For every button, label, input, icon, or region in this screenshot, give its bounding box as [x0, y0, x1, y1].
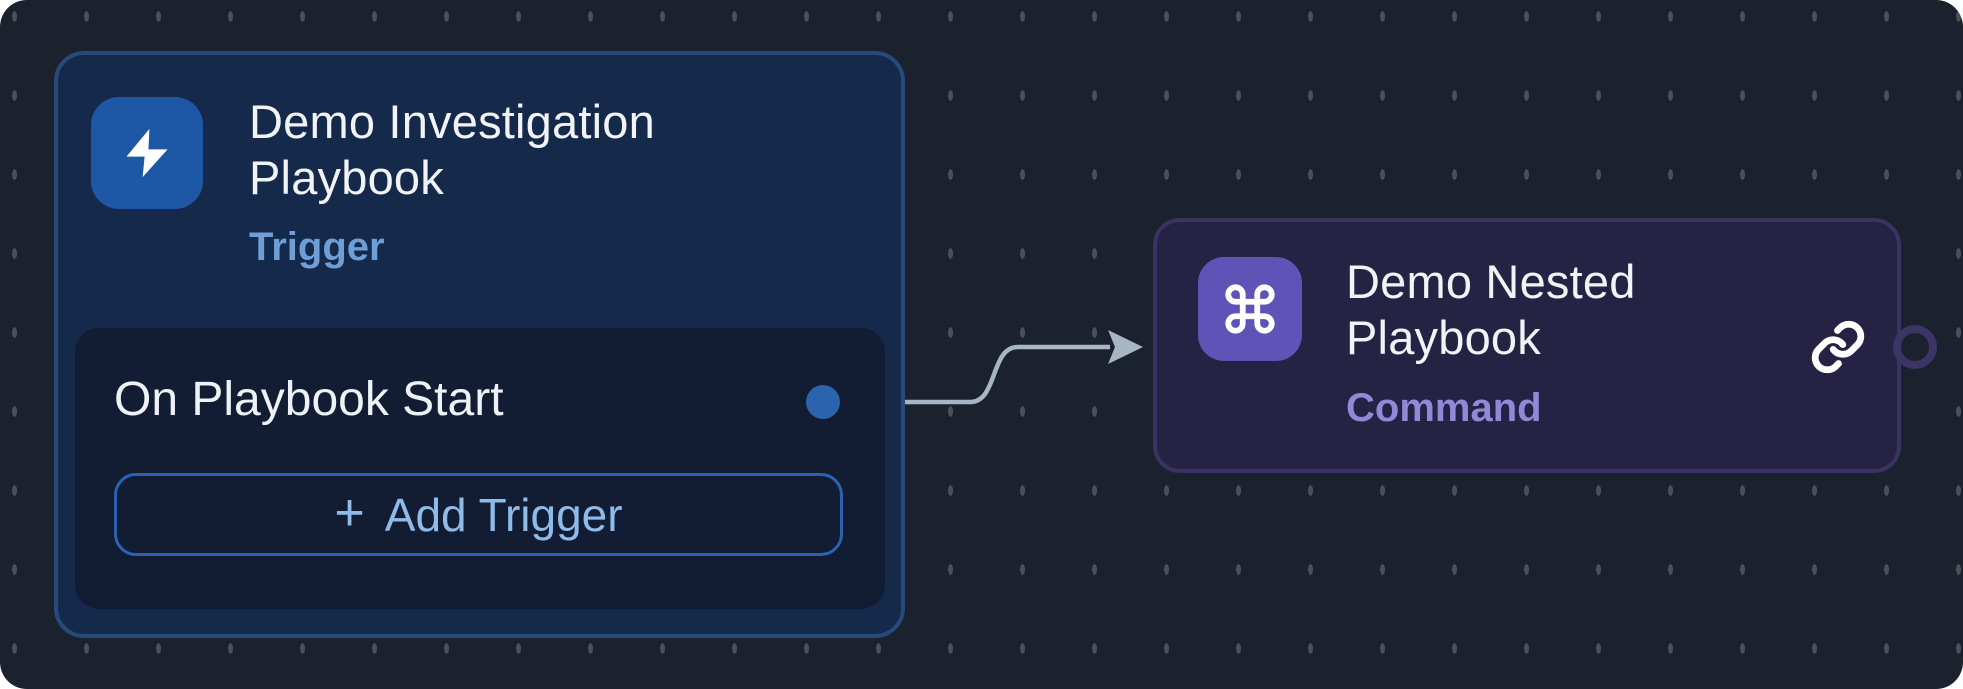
lightning-bolt-glyph — [126, 128, 168, 178]
output-port-dot[interactable] — [806, 385, 840, 419]
add-trigger-button[interactable]: + Add Trigger — [114, 473, 843, 556]
link-icon — [1811, 320, 1865, 374]
trigger-steps-panel: On Playbook Start + Add Trigger — [75, 328, 885, 609]
connector-arrowhead-icon — [1108, 330, 1143, 364]
command-symbol-glyph — [1225, 284, 1275, 334]
lightning-bolt-icon — [91, 97, 203, 209]
nested-playbook-link-button[interactable] — [1807, 316, 1869, 378]
trigger-node-title: Demo Investigation Playbook — [249, 95, 655, 204]
command-node[interactable]: Demo Nested Playbook Command — [1153, 218, 1901, 473]
trigger-step-label: On Playbook Start — [114, 373, 504, 426]
add-trigger-button-label: Add Trigger — [384, 488, 623, 541]
command-node-title: Demo Nested Playbook — [1346, 255, 1636, 364]
trigger-node[interactable]: Demo Investigation Playbook Trigger On P… — [54, 51, 905, 638]
command-symbol-icon — [1198, 257, 1302, 361]
trigger-node-type-label: Trigger — [249, 225, 385, 269]
command-node-type-label: Command — [1346, 386, 1542, 430]
plus-icon: + — [334, 483, 365, 542]
command-output-ring-port[interactable] — [1893, 325, 1937, 369]
